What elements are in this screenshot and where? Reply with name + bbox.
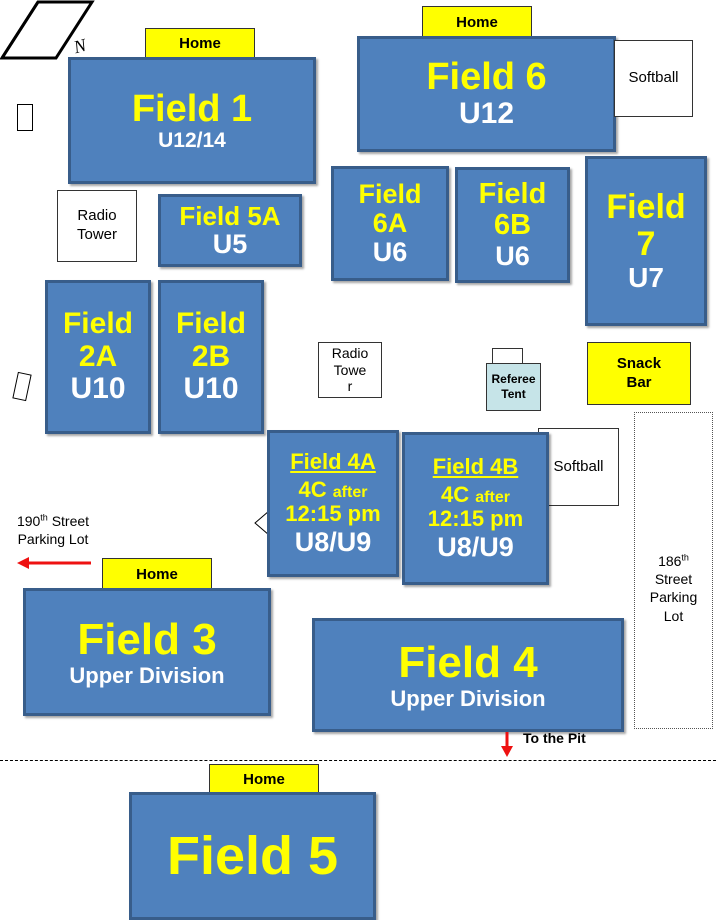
- field-2b[interactable]: Field 2B U10: [158, 280, 264, 434]
- field-3-division: Upper Division: [69, 662, 225, 688]
- radio-tower-1-line2: Tower: [76, 226, 117, 243]
- field-4a[interactable]: Field 4A 4C after 12:15 pm U8/U9: [267, 430, 399, 577]
- parking-lot-190th-label: 190th Street Parking Lot: [6, 512, 100, 548]
- snack-bar: Snack Bar: [587, 342, 691, 405]
- field-2a-name-line1: Field: [62, 307, 133, 341]
- field-1-name: Field 1: [131, 87, 253, 130]
- field-5a-division: U5: [212, 228, 248, 259]
- field-7-name-line1: Field: [606, 188, 686, 227]
- radio-tower-1-line1: Radio: [77, 207, 117, 225]
- radio-tower-2-line3: r: [347, 378, 353, 395]
- field-7-division: U7: [628, 261, 664, 293]
- parking-186-suffix: th: [681, 552, 689, 563]
- to-the-pit-label: To the Pit: [523, 730, 586, 746]
- home-marker-field-6: Home: [422, 6, 532, 39]
- field-4b-name: Field 4B: [433, 455, 519, 479]
- small-marker: [12, 371, 32, 402]
- field-6b-division: U6: [495, 240, 530, 271]
- field-6a-name-line2: 6A: [372, 207, 408, 238]
- referee-tent: Referee Tent: [486, 363, 541, 411]
- field-4b-division: U8/U9: [437, 531, 514, 562]
- home-marker-field-5: Home: [209, 764, 319, 795]
- field-5a[interactable]: Field 5A U5: [158, 194, 302, 267]
- field-4-division: Upper Division: [390, 685, 546, 711]
- radio-tower-2-line2: Towe: [333, 361, 367, 378]
- field-7-name-line2: 7: [636, 224, 656, 263]
- radio-tower-1: Radio Tower: [57, 190, 137, 262]
- parking-186-line4: Lot: [663, 607, 684, 624]
- field-6[interactable]: Field 6 U12: [357, 36, 616, 152]
- field-4b-note-after: after: [475, 489, 510, 507]
- parking-190-rest: Street: [47, 513, 90, 529]
- field-2b-name-line1: Field: [175, 307, 246, 341]
- field-4a-note-4c: 4C: [298, 477, 327, 503]
- field-3-name: Field 3: [77, 615, 217, 665]
- field-6a-division: U6: [372, 237, 408, 268]
- field-1[interactable]: Field 1 U12/14: [68, 57, 316, 184]
- field-2a-division: U10: [70, 372, 126, 406]
- home-marker-field-1: Home: [145, 28, 255, 59]
- field-4[interactable]: Field 4 Upper Division: [312, 618, 624, 732]
- snack-bar-line2: Bar: [626, 373, 652, 391]
- field-5-name: Field 5: [166, 825, 339, 886]
- field-4b[interactable]: Field 4B 4C after 12:15 pm U8/U9: [402, 432, 549, 585]
- field-5a-name: Field 5A: [179, 200, 281, 231]
- referee-tent-flag: [492, 348, 523, 364]
- field-2a[interactable]: Field 2A U10: [45, 280, 151, 434]
- field-6-division: U12: [458, 97, 515, 131]
- field-6b-name-line1: Field: [478, 178, 547, 211]
- field-4a-note-after: after: [332, 484, 368, 502]
- field-2b-name-line2: 2B: [191, 339, 231, 373]
- field-4b-note-time: 12:15 pm: [427, 505, 524, 531]
- field-4b-note: 4C after: [441, 483, 510, 507]
- field-5[interactable]: Field 5: [129, 792, 376, 920]
- field-4a-division: U8/U9: [294, 526, 372, 557]
- field-4b-note-4c: 4C: [441, 482, 470, 508]
- field-4b-name-text: Field 4B: [432, 454, 519, 480]
- small-marker: [17, 104, 33, 131]
- dashed-boundary-line: [0, 760, 716, 761]
- parking-186-number: 186: [658, 553, 682, 569]
- field-7[interactable]: Field 7 U7: [585, 156, 707, 326]
- referee-tent-line2: Tent: [501, 387, 526, 401]
- parking-190-suffix: th: [40, 512, 48, 523]
- radio-tower-2: Radio Towe r: [318, 342, 382, 398]
- field-6a-name-line1: Field: [358, 178, 422, 209]
- referee-tent-line1: Referee: [491, 372, 536, 386]
- field-6-name: Field 6: [426, 56, 547, 99]
- arrow-down-icon: [501, 732, 513, 757]
- snack-bar-line1: Snack: [616, 354, 662, 372]
- north-compass-icon: [0, 0, 95, 60]
- field-4a-note-time: 12:15 pm: [285, 500, 381, 526]
- field-2b-division: U10: [183, 372, 239, 406]
- field-1-division: U12/14: [158, 128, 226, 152]
- field-4a-name-text: Field 4A: [290, 449, 376, 475]
- field-6a[interactable]: Field 6A U6: [331, 166, 449, 281]
- field-2a-name-line2: 2A: [78, 339, 118, 373]
- softball-area-south: Softball: [538, 428, 619, 506]
- parking-lot-186th: [634, 412, 713, 729]
- parking-190-line2: Parking Lot: [17, 531, 89, 548]
- field-4a-note: 4C after: [299, 478, 368, 502]
- field-6b[interactable]: Field 6B U6: [455, 167, 570, 283]
- home-marker-field-3: Home: [102, 558, 212, 590]
- field-4a-name: Field 4A: [290, 450, 376, 474]
- field-6b-name-line2: 6B: [493, 209, 532, 242]
- field-3[interactable]: Field 3 Upper Division: [23, 588, 271, 716]
- arrow-left-icon: [17, 557, 91, 569]
- parking-186-line2: Street: [654, 571, 693, 588]
- radio-tower-2-line1: Radio: [331, 344, 369, 361]
- field-4-name: Field 4: [398, 638, 538, 688]
- parking-190-number: 190: [16, 513, 41, 529]
- parking-186-line3: Parking: [649, 589, 698, 606]
- softball-area-north: Softball: [614, 40, 693, 117]
- parking-lot-186th-label: 186th Street Parking Lot: [636, 552, 711, 625]
